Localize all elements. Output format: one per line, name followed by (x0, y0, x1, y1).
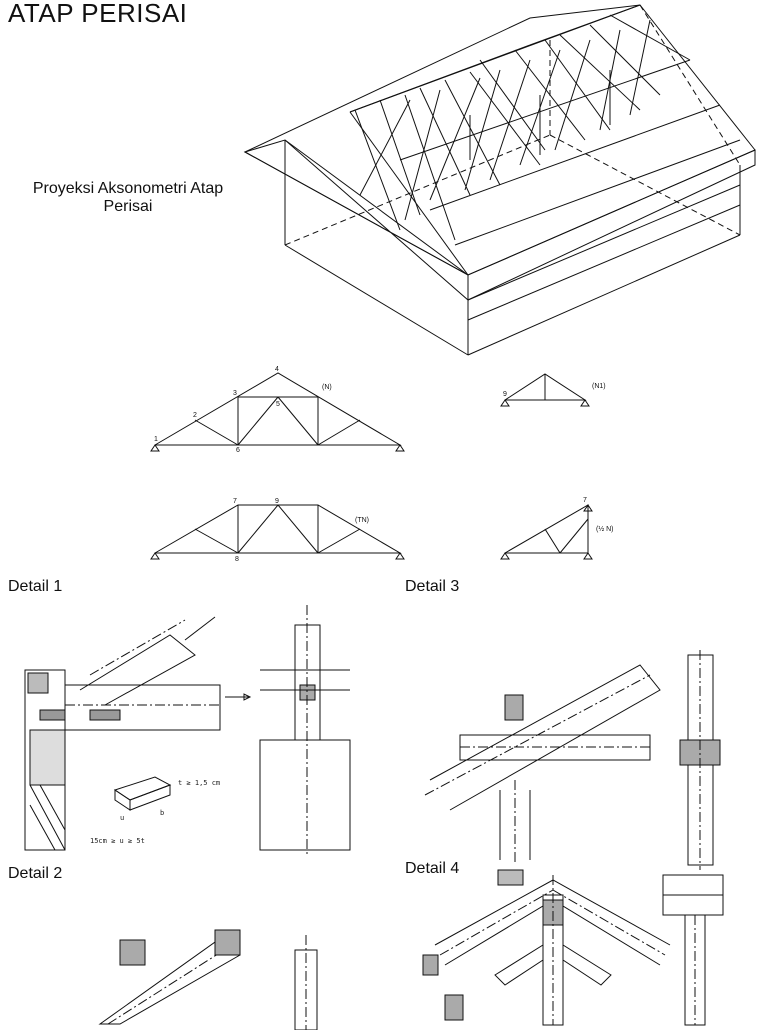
detail-1-thickness-note: t ≥ 1,5 cm (178, 779, 220, 787)
detail-4-drawing (422, 874, 724, 1026)
page-title: ATAP PERISAI (8, 0, 188, 28)
detail-2-drawing (98, 929, 318, 1030)
node-9: 9 (275, 498, 279, 505)
truss-small-N1: 9 (N1) (500, 373, 606, 407)
detail-3-drawing (424, 650, 721, 886)
detail-1-u-label: u (120, 814, 124, 822)
detail-4-label: Detail 4 (405, 860, 460, 877)
axonometric-caption: Proyeksi Aksonometri Atap Perisai (32, 180, 224, 215)
node-5: 5 (276, 401, 280, 408)
truss-half-N: 7 (½ N) (500, 497, 614, 560)
detail-2-label: Detail 2 (8, 865, 63, 882)
roof-outline (243, 4, 756, 276)
detail-1-label: Detail 1 (8, 578, 63, 595)
eave-band (243, 139, 756, 301)
tag-N: (N) (322, 384, 332, 391)
detail-1-formula: 15cm ≥ u ≥ 5t (90, 837, 145, 845)
node-7-half: 7 (583, 497, 587, 504)
truss-trapezoid-TN: 7 9 8 (TN) (150, 498, 405, 563)
tag-N1: (N1) (592, 383, 606, 390)
node-3: 3 (233, 390, 237, 397)
node-8: 8 (235, 556, 239, 563)
tag-TN: (TN) (355, 517, 369, 524)
detail-1-drawing: t ≥ 1,5 cm u b 15cm ≥ u ≥ 5t (24, 605, 351, 855)
truss-main-N: 1 2 3 4 5 6 (N) (150, 366, 405, 454)
node-2: 2 (193, 412, 197, 419)
node-7: 7 (233, 498, 237, 505)
node-9-small: 9 (503, 391, 507, 398)
wall-bottom-right (467, 234, 741, 356)
node-4: 4 (275, 366, 279, 373)
tag-half-N: (½ N) (596, 525, 614, 533)
roof-trusses (354, 14, 691, 241)
axonometric-hip-roof-drawing (243, 4, 756, 356)
detail-3-label: Detail 3 (405, 578, 460, 595)
detail-1-b-label: b (160, 809, 164, 817)
node-6: 6 (236, 447, 240, 454)
node-1: 1 (154, 436, 158, 443)
wall-bottom-left (284, 244, 469, 356)
